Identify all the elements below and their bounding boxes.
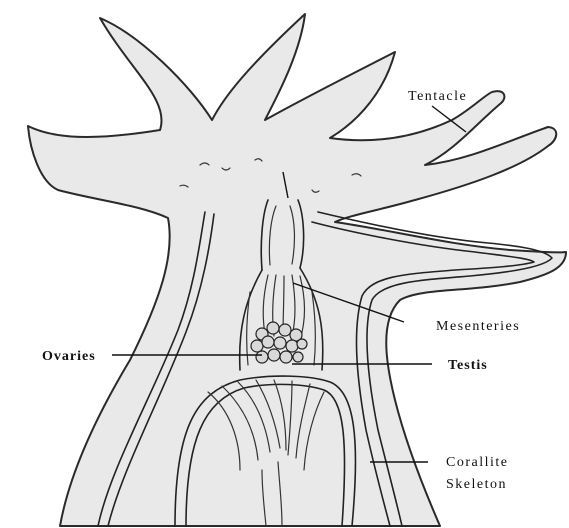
ovaries-label: Ovaries	[42, 349, 96, 364]
tentacle-label: Tentacle	[408, 89, 467, 104]
mesenteries-label: Mesenteries	[436, 319, 520, 334]
skeleton-label: Skeleton	[446, 477, 507, 492]
testis-label: Testis	[448, 358, 488, 373]
corallite-label: Corallite	[446, 455, 509, 470]
